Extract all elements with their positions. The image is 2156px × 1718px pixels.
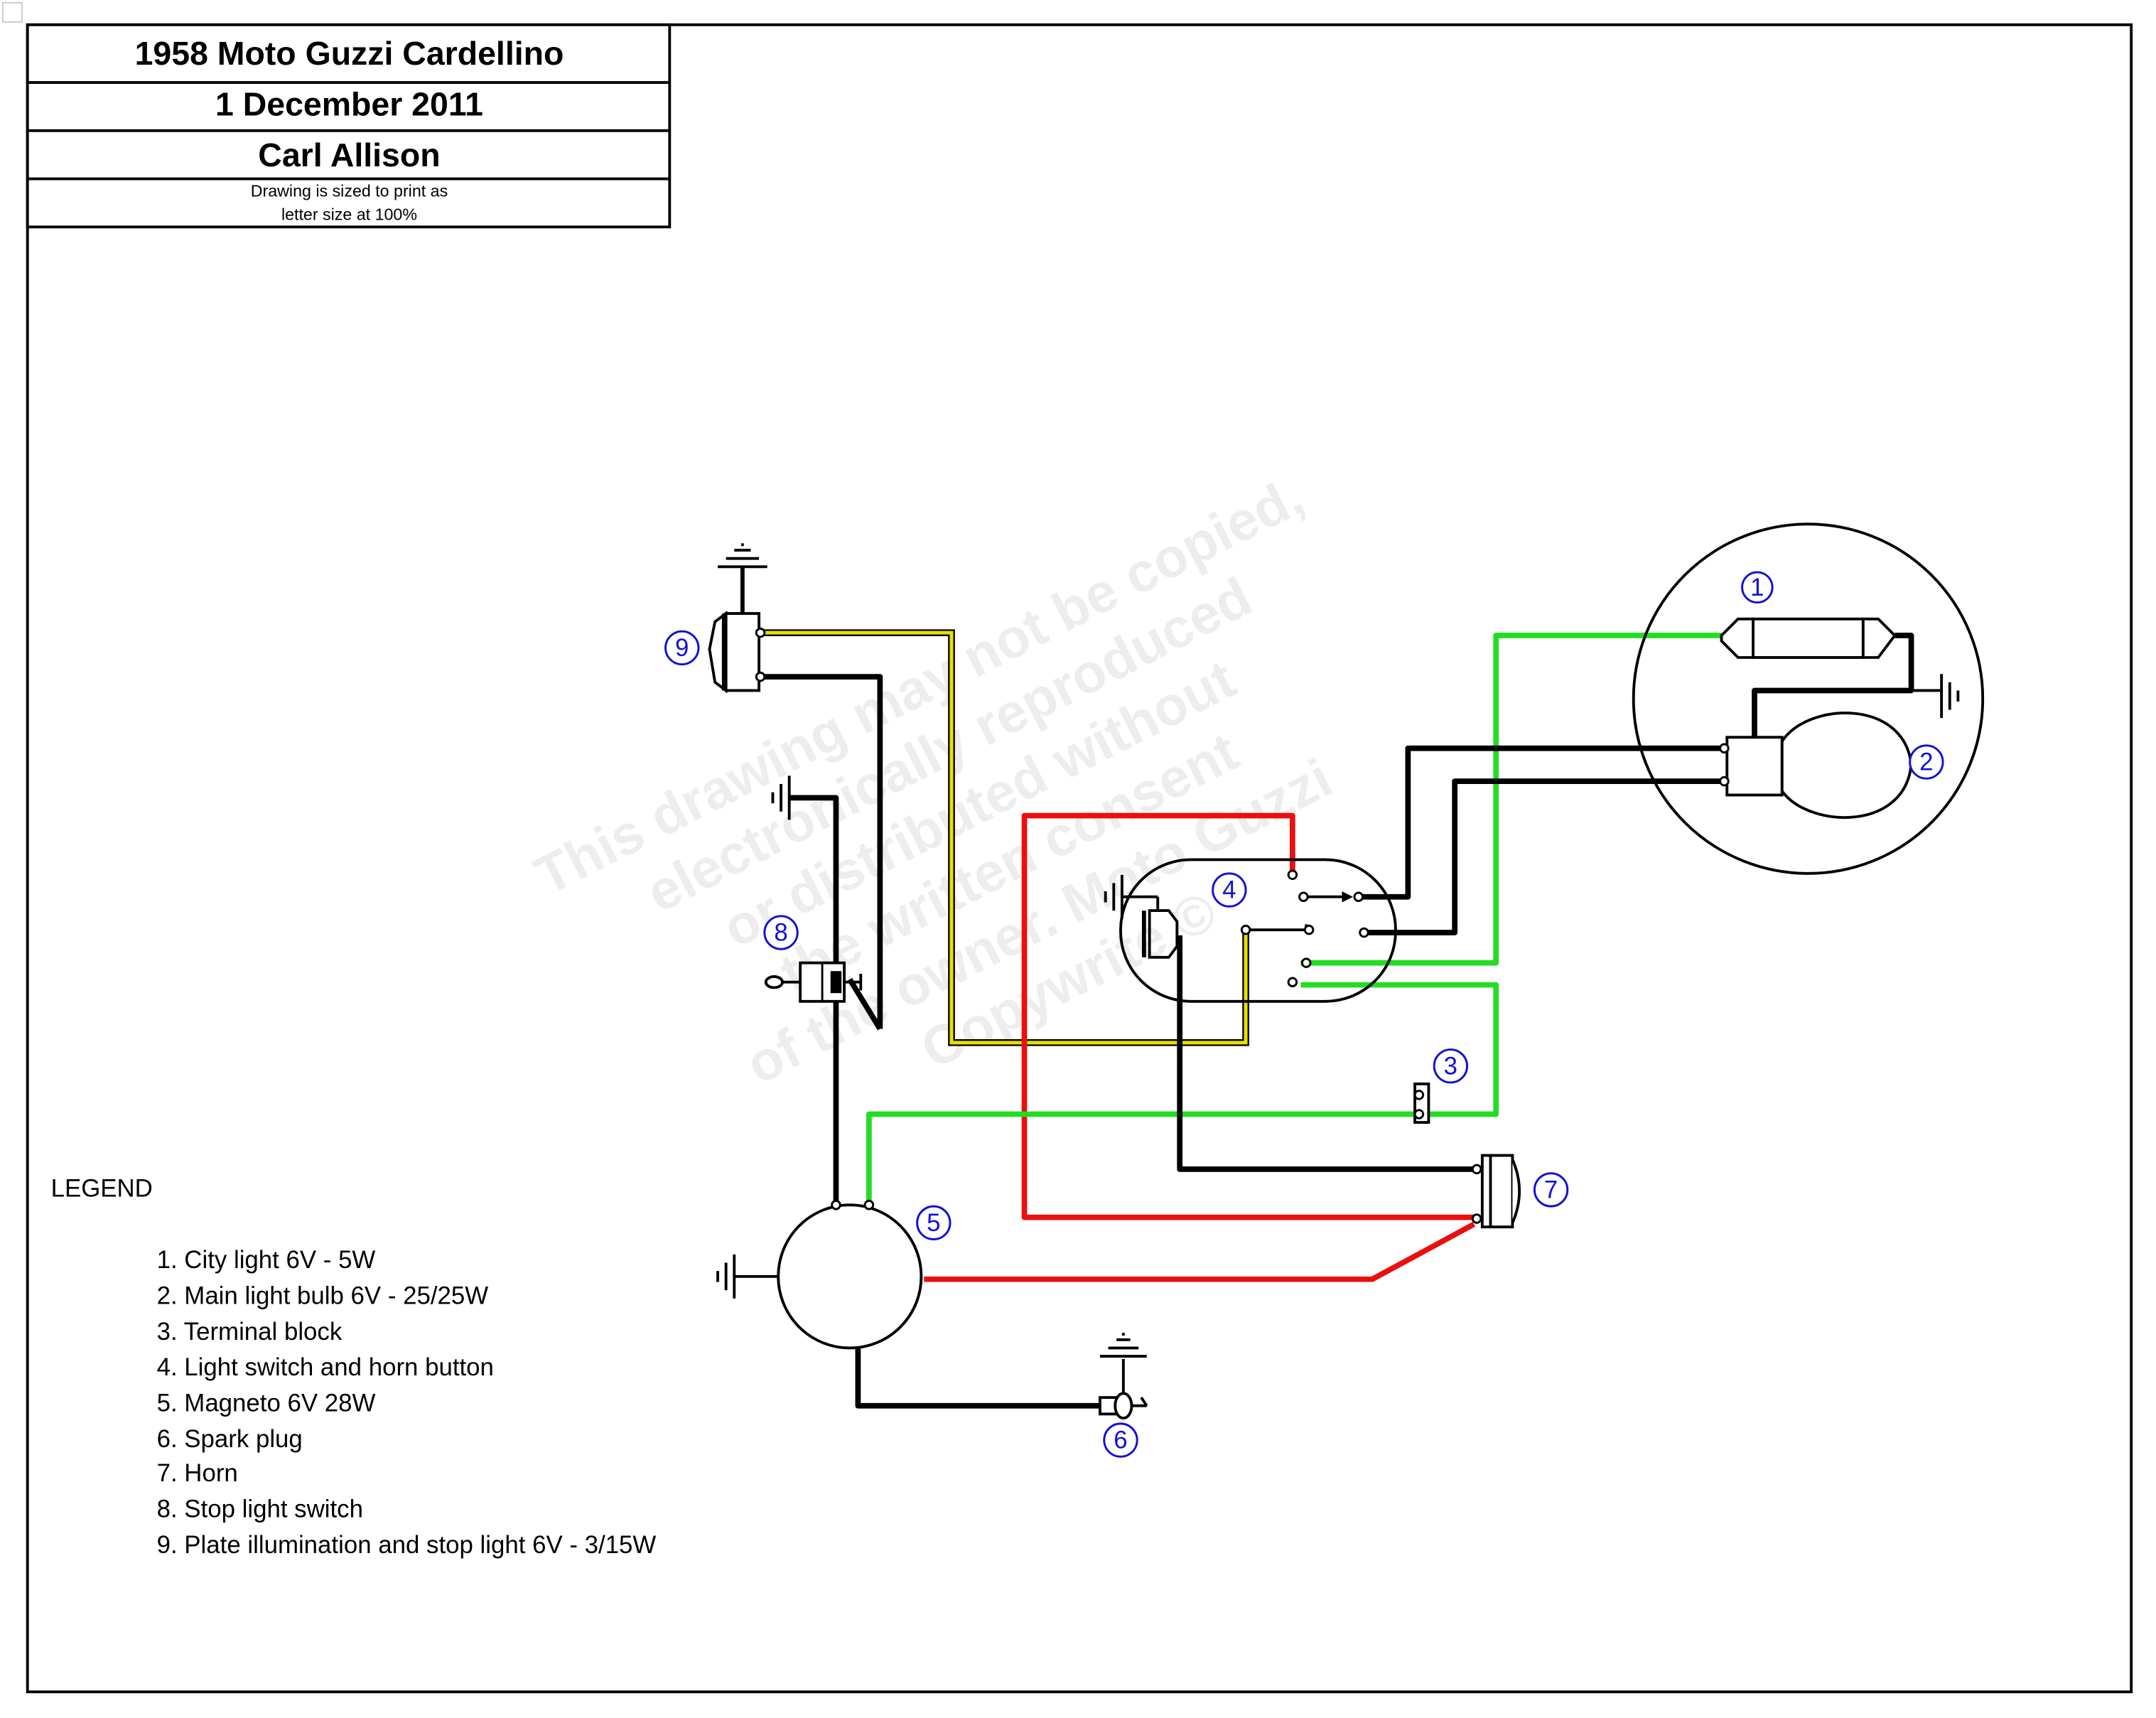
svg-text:8: 8 [774,919,787,947]
ground-symbol [716,1254,736,1299]
yellow-wire [760,629,1249,1046]
copyright-watermark: This drawing may not be copied, electron… [526,466,1342,1096]
callout-4: 4 [1212,872,1247,908]
svg-text:7: 7 [1544,1176,1558,1204]
drawing-title: 1958 Moto Guzzi Cardellino [135,35,564,72]
drawing-author: Carl Allison [258,136,440,173]
tail-light [708,567,766,694]
legend-item: 4. Light switch and horn button [157,1353,494,1381]
ground-symbol [1099,1333,1147,1358]
terminal-block [1413,1082,1430,1124]
legend-item: 3. Terminal block [157,1318,343,1346]
callout-1: 1 [1741,571,1774,604]
svg-text:2: 2 [1919,748,1933,776]
legend-item: 7. Horn [157,1459,238,1487]
ground-symbol [771,775,791,820]
callout-9: 9 [664,630,700,666]
light-switch [1119,858,1397,1003]
callout-8: 8 [763,915,799,950]
corner-mark [1,1,23,23]
red-wire [924,812,1476,1282]
green-wire [866,633,1722,1203]
main-light-bulb [1719,712,1913,820]
black-wire [760,674,1725,1409]
legend-item: 5. Magneto 6V 28W [157,1389,376,1417]
legend: LEGEND 1. City light 6V - 5W 2. Main lig… [51,1175,657,1559]
headlight-housing [1632,522,1985,875]
legend-item: 9. Plate illumination and stop light 6V … [157,1531,657,1559]
callout-6: 6 [1103,1422,1138,1458]
callout-7: 7 [1533,1172,1569,1208]
magneto [734,1199,923,1350]
ground-symbol [1911,674,1960,719]
print-note-line1: Drawing is sized to print as [251,182,448,200]
title-block: 1958 Moto Guzzi Cardellino 1 December 20… [26,23,672,229]
print-note-line2: letter size at 100% [281,205,417,224]
legend-item: 1. City light 6V - 5W [157,1246,376,1274]
callout-5: 5 [916,1205,952,1241]
legend-item: 8. Stop light switch [157,1495,363,1523]
legend-heading: LEGEND [51,1175,153,1203]
spark-plug [1099,1358,1148,1420]
svg-text:5: 5 [927,1209,940,1237]
ground-symbol [718,543,767,569]
callout-3: 3 [1433,1048,1469,1084]
drawing-date: 1 December 2011 [215,86,483,123]
drawing-border [26,23,2133,1694]
ground-symbol [1104,874,1123,919]
svg-text:3: 3 [1444,1052,1457,1080]
callout-2: 2 [1909,744,1944,780]
svg-text:4: 4 [1222,876,1236,904]
horn [1471,1154,1521,1229]
legend-item: 6. Spark plug [157,1425,303,1453]
svg-text:9: 9 [675,634,689,662]
svg-text:6: 6 [1114,1427,1127,1454]
legend-item: 2. Main light bulb 6V - 25/25W [157,1282,489,1310]
stop-light-switch [764,961,863,1003]
svg-text:1: 1 [1750,574,1764,601]
